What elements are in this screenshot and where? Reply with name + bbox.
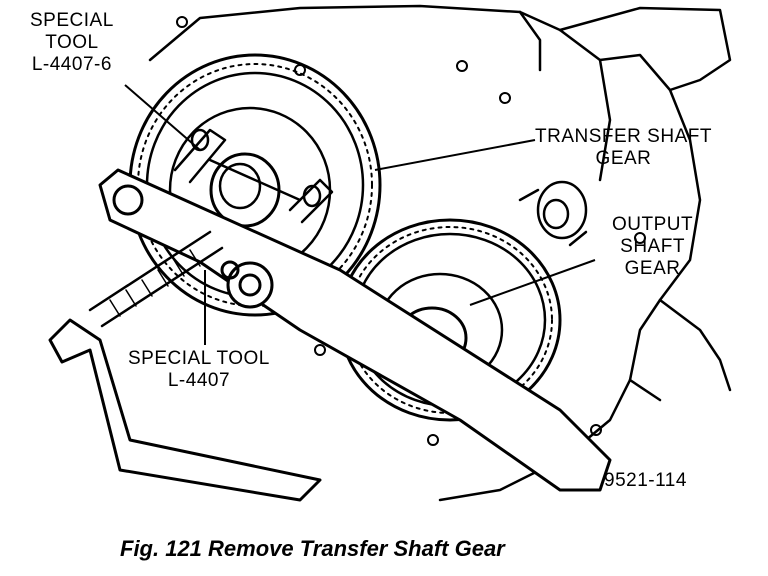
housing-bolt-holes: [176, 16, 646, 446]
figure-caption: Fig. 121 Remove Transfer Shaft Gear: [120, 536, 505, 561]
puller-bar: [98, 168, 612, 492]
label-special-tool-l-4407: SPECIAL TOOL L-4407: [128, 348, 270, 391]
puller-handle: [48, 318, 322, 502]
label-special-tool-l-4407-6: SPECIAL TOOL L-4407-6: [30, 10, 114, 75]
label-output-shaft-gear: OUTPUT SHAFT GEAR: [612, 214, 694, 279]
figure-number: 9521-114: [604, 470, 687, 491]
leader-lines: [124, 84, 596, 345]
housing-boss: [518, 180, 588, 247]
puller-jaws: [173, 128, 334, 224]
forcing-screw: [88, 230, 224, 328]
label-transfer-shaft-gear: TRANSFER SHAFT GEAR: [535, 126, 712, 169]
